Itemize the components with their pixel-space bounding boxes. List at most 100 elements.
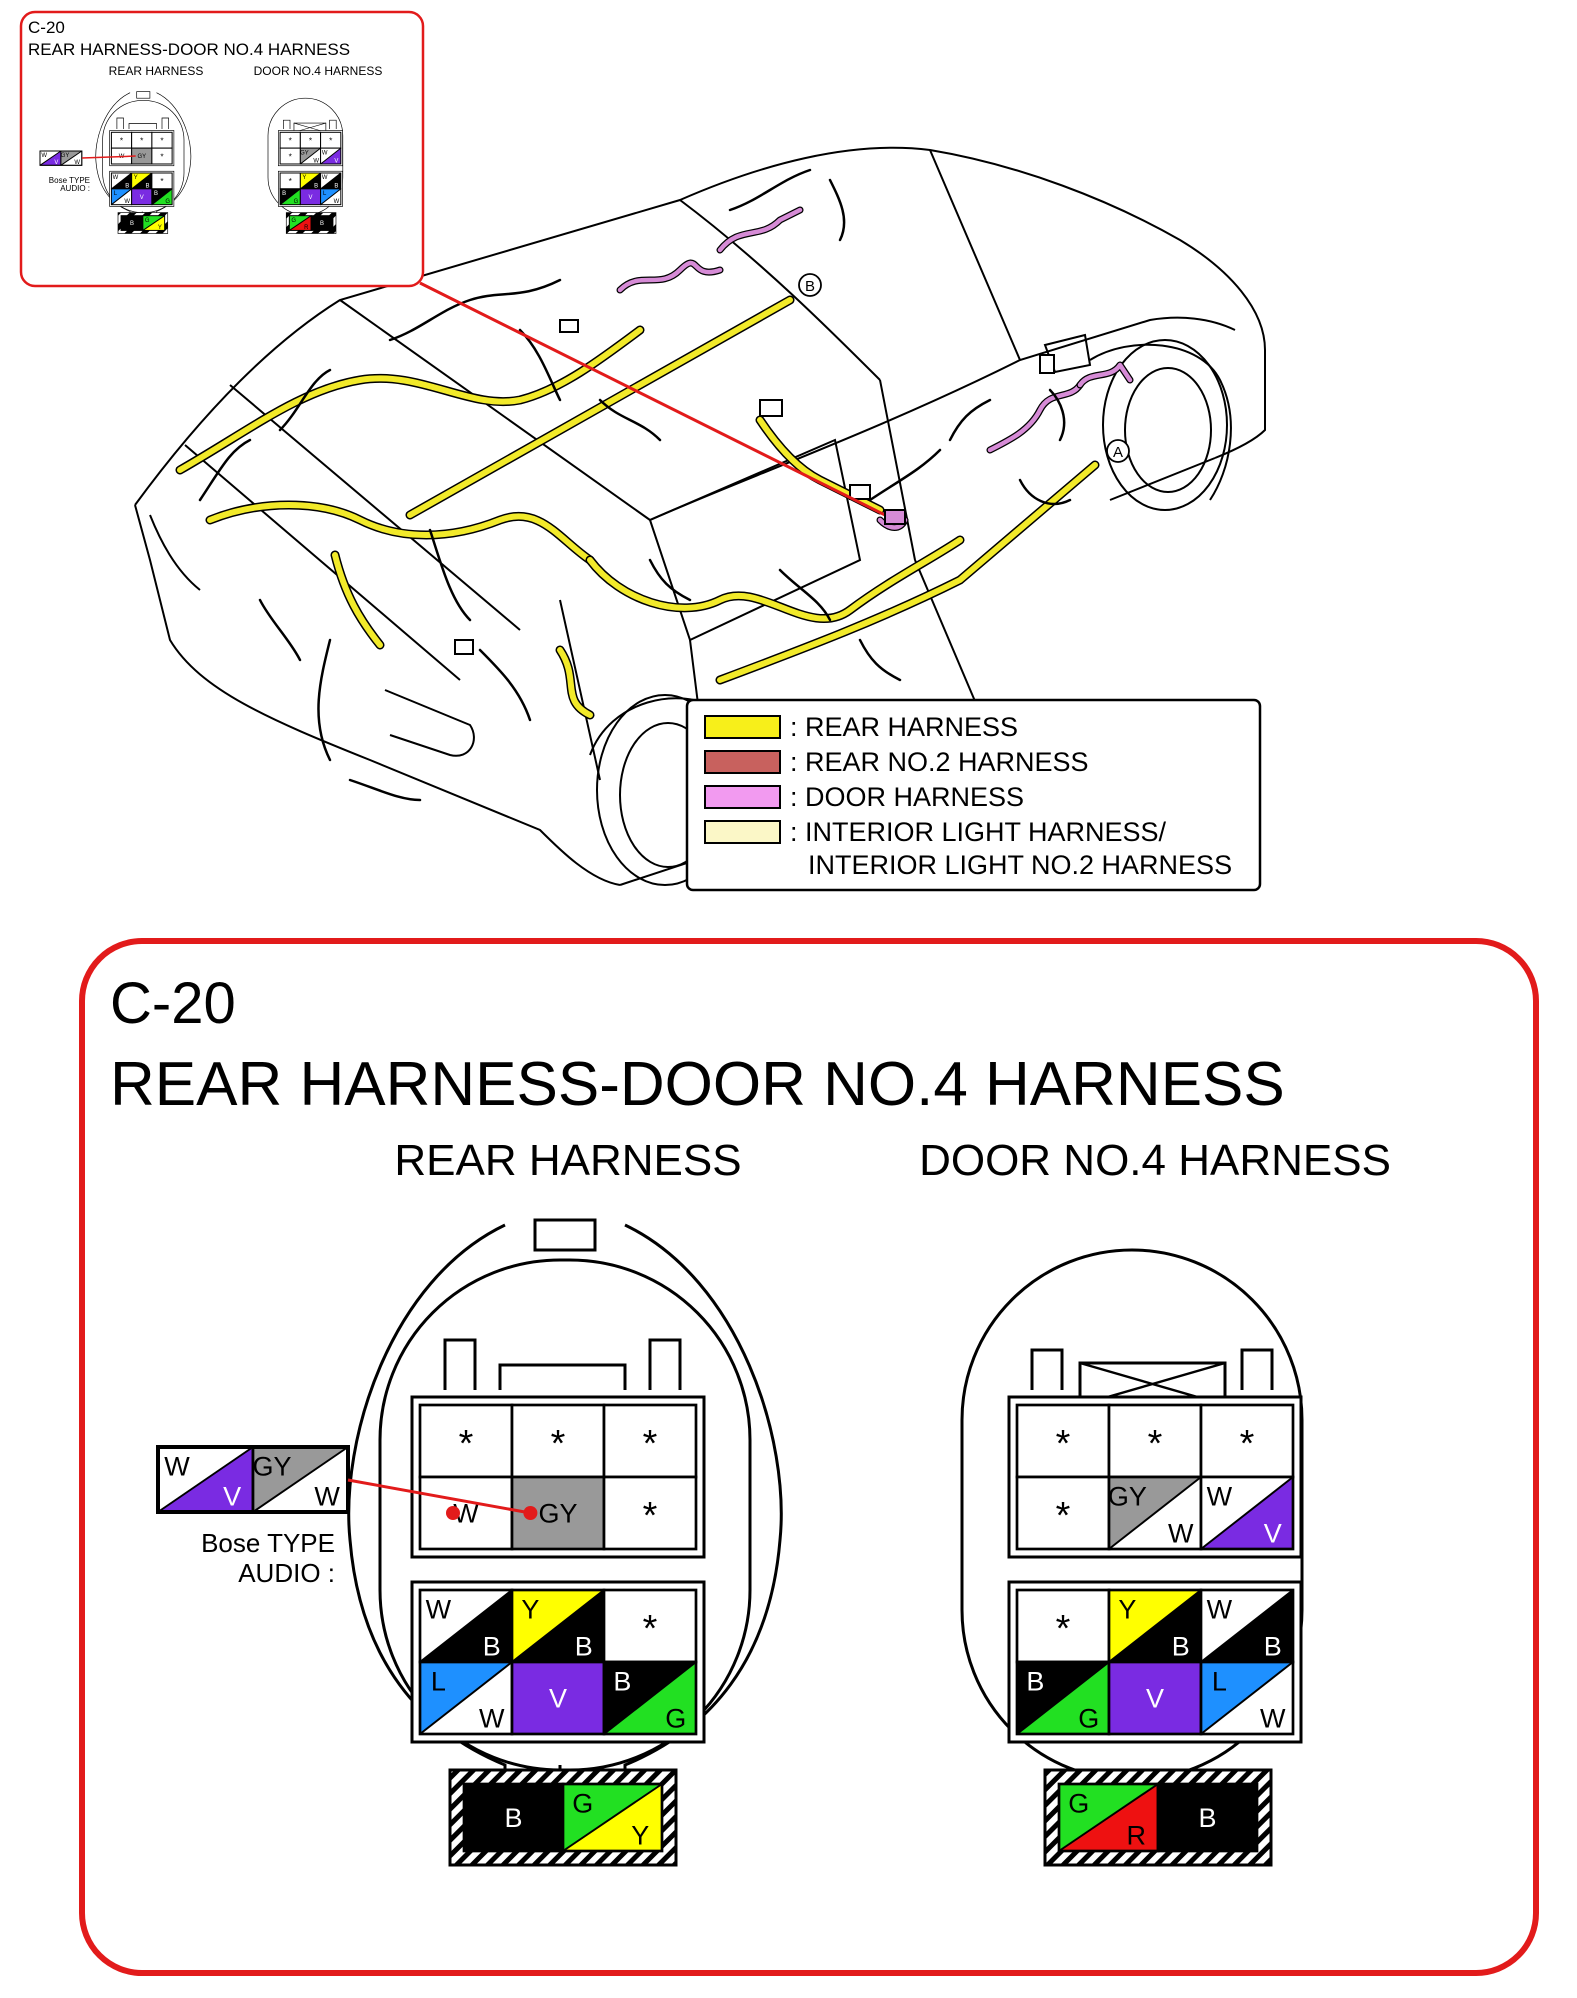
pin-color-label: G	[1078, 1703, 1099, 1733]
connector-pin: V	[510, 1660, 606, 1736]
empty-pin-marker: *	[1056, 1423, 1071, 1465]
pin-color-label: G	[572, 1788, 593, 1818]
connector-pin: LW	[418, 1660, 514, 1736]
pin-color-label: B	[334, 183, 338, 189]
branch-wires	[198, 168, 1072, 802]
connector-pin: BG	[279, 188, 301, 205]
connector-pin: LW	[110, 188, 133, 205]
pin-color-label: G	[145, 218, 150, 224]
pin-color-label: L	[431, 1666, 446, 1696]
empty-pin-marker: *	[643, 1495, 658, 1537]
main-right-label: DOOR NO.4 HARNESS	[919, 1136, 1391, 1185]
pin-color-label: V	[140, 195, 144, 201]
connector-pin: GR	[1057, 1782, 1160, 1853]
connector-pin: *	[1015, 1403, 1111, 1479]
connector-pin: *	[131, 131, 153, 149]
connector-pin: *	[602, 1475, 698, 1551]
pin-color-label: W	[1207, 1594, 1233, 1624]
connector-pin: WV	[156, 1445, 255, 1514]
connector-pin: *	[299, 131, 322, 149]
legend-item: : INTERIOR LIGHT HARNESS/INTERIOR LIGHT …	[704, 817, 1232, 880]
connector-pin: GYW	[299, 147, 322, 164]
connector-pin: *	[151, 172, 173, 190]
empty-pin-marker: *	[160, 135, 164, 145]
connector-pin: WV	[1199, 1475, 1295, 1551]
pin-color-label: GY	[300, 150, 309, 156]
pin-color-label: G	[291, 218, 296, 224]
connector-pin: V	[131, 188, 153, 206]
pin-color-label: Y	[158, 225, 162, 231]
pin-color-label: V	[1264, 1518, 1282, 1548]
connector-pin: B	[120, 215, 144, 231]
connector-pin: B	[1156, 1782, 1259, 1853]
pin-color-label: W	[1168, 1518, 1194, 1548]
pin-color-label: B	[130, 221, 134, 227]
connector-pin: LW	[1199, 1660, 1295, 1736]
pin-color-label: W	[124, 199, 130, 205]
pin-color-label: L	[323, 191, 327, 197]
door-harness-wires	[616, 206, 1134, 531]
bose-leader-line	[347, 1478, 531, 1515]
empty-pin-marker: *	[309, 135, 313, 145]
pin-color-label: V	[334, 158, 338, 164]
pin-color-label: W	[1260, 1703, 1286, 1733]
connector-pin: *	[110, 131, 133, 149]
pin-color-label: W	[113, 175, 119, 181]
connector-pin: BG	[151, 188, 173, 205]
legend-label: : REAR NO.2 HARNESS	[790, 747, 1089, 777]
connector-pin: GY	[142, 215, 166, 231]
pin-color-label: V	[54, 160, 58, 166]
connector-pin: *	[602, 1403, 698, 1479]
connector-pin: *	[279, 147, 301, 165]
connector-pin: B	[462, 1782, 565, 1853]
pin-color-label: GY	[1108, 1481, 1147, 1511]
connector-pin: YB	[299, 172, 322, 189]
connector-pin: WB	[1199, 1588, 1295, 1664]
connector-pin: B	[310, 215, 334, 231]
legend-swatch	[704, 820, 781, 844]
connector-pin: WV	[320, 147, 342, 164]
connector-pin: WB	[418, 1588, 514, 1664]
main-left-label: REAR HARNESS	[394, 1136, 741, 1185]
legend-swatch	[704, 715, 781, 739]
pin-color-label: B	[282, 191, 286, 197]
pin-color-label: L	[114, 191, 118, 197]
connector-pin: GY W	[251, 1445, 350, 1514]
leader-line	[419, 281, 896, 522]
connector-pin: *	[151, 147, 173, 165]
main-bose-line1: Bose TYPE	[201, 1528, 335, 1558]
small-connector-box: C-20 REAR HARNESS-DOOR NO.4 HARNESS REAR…	[19, 10, 425, 288]
pin-color-label: B	[1172, 1631, 1190, 1661]
pin-color-label: W	[1207, 1481, 1233, 1511]
pin-color-label: W	[479, 1703, 505, 1733]
pin-color-label: W	[334, 199, 340, 205]
legend-label: : DOOR HARNESS	[790, 782, 1024, 812]
pin-color-label: G	[1068, 1788, 1089, 1818]
pin-color-label: B	[320, 221, 324, 227]
empty-pin-marker: *	[459, 1423, 474, 1465]
empty-pin-marker: *	[289, 176, 293, 186]
pin-color-label: W	[314, 1481, 340, 1511]
pin-color-label: GY	[252, 1451, 291, 1481]
pin-color-label: R	[1126, 1820, 1146, 1850]
pin-color-label: B	[314, 183, 318, 189]
pin-color-label: Y	[302, 175, 306, 181]
pin-color-label: Y	[134, 175, 138, 181]
pin-color-label: B	[125, 183, 129, 189]
pin-color-label: V	[308, 195, 312, 201]
empty-pin-marker: *	[1148, 1423, 1163, 1465]
empty-pin-marker: *	[289, 151, 293, 161]
connector-pin: *	[151, 131, 173, 149]
connector-pin: GY	[561, 1782, 664, 1853]
pin-color-label: B	[1026, 1666, 1044, 1696]
empty-pin-marker: *	[140, 135, 144, 145]
empty-pin-marker: *	[1056, 1608, 1071, 1650]
connector-pin: GY W	[1107, 1475, 1203, 1551]
legend: : REAR HARNESS: REAR NO.2 HARNESS: DOOR …	[685, 698, 1262, 892]
empty-pin-marker: *	[160, 176, 164, 186]
pin-color-label: B	[154, 191, 158, 197]
